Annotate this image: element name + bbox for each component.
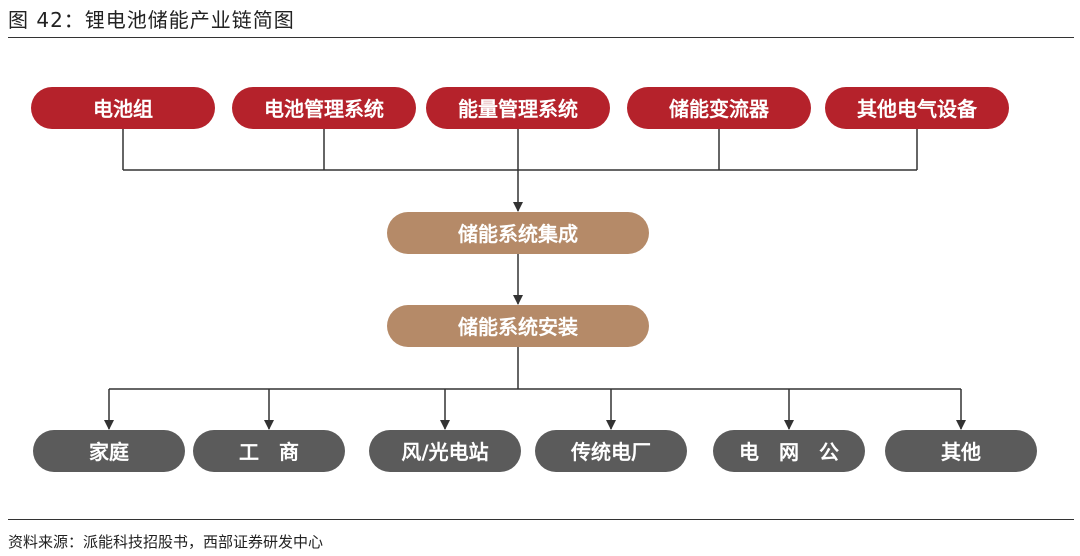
upstream-node-1-label: 电池组 <box>93 97 153 121</box>
downstream-node-3: 风/光电站 <box>369 430 521 472</box>
upstream-node-3-label: 能量管理系统 <box>458 97 578 121</box>
downstream-node-4: 传统电厂 <box>535 430 687 472</box>
upstream-node-4-label: 储能变流器 <box>669 97 770 121</box>
upstream-node-2-label: 电池管理系统 <box>264 97 384 121</box>
figure-title: 图 42：锂电池储能产业链简图 <box>8 8 295 32</box>
top-rule <box>8 37 1074 38</box>
bottom-rule <box>8 519 1074 520</box>
downstream-node-2-label: 工 商 <box>239 440 299 464</box>
downstream-node-3-shape <box>369 430 521 472</box>
downstream-node-2: 工 商 <box>193 430 345 472</box>
source-note: 资料来源：派能科技招股书，西部证券研发中心 <box>8 533 324 551</box>
midstream-node-2-shape <box>387 305 649 347</box>
upstream-node-4-shape <box>627 87 811 129</box>
upstream-node-4: 储能变流器 <box>627 87 811 129</box>
downstream-node-3-label: 风/光电站 <box>401 440 488 464</box>
upstream-node-3-shape <box>426 87 610 129</box>
upstream-node-5-label: 其他电气设备 <box>857 97 978 121</box>
midstream-node-1-shape <box>387 212 649 254</box>
downstream-node-4-label: 传统电厂 <box>570 440 651 464</box>
downstream-node-6-shape <box>885 430 1037 472</box>
downstream-node-6: 其他 <box>885 430 1037 472</box>
upstream-node-2-shape <box>232 87 416 129</box>
downstream-node-1-shape <box>33 430 185 472</box>
upstream-node-2: 电池管理系统 <box>232 87 416 129</box>
downstream-node-5: 电 网 公 <box>713 430 865 472</box>
upstream-node-1-shape <box>31 87 215 129</box>
downstream-node-4-shape <box>535 430 687 472</box>
connector-lines <box>104 129 966 430</box>
midstream-node-2: 储能系统安装 <box>387 305 649 347</box>
midstream-node-2-label: 储能系统安装 <box>458 315 578 339</box>
upstream-node-5: 其他电气设备 <box>825 87 1009 129</box>
downstream-node-2-shape <box>193 430 345 472</box>
upstream-node-1: 电池组 <box>31 87 215 129</box>
downstream-node-5-label: 电 网 公 <box>739 440 839 464</box>
downstream-node-5-shape <box>713 430 865 472</box>
midstream-node-1: 储能系统集成 <box>387 212 649 254</box>
downstream-node-1: 家庭 <box>33 430 185 472</box>
downstream-node-6-label: 其他 <box>941 440 981 464</box>
midstream-node-1-label: 储能系统集成 <box>458 222 578 246</box>
diagram-nodes: 电池组 电池管理系统 能量管理系统 储能变流器 其他电气设备储能系统集成储能系统安装家庭… <box>31 87 1037 472</box>
upstream-node-3: 能量管理系统 <box>426 87 610 129</box>
downstream-node-1-label: 家庭 <box>89 440 129 464</box>
upstream-node-5-shape <box>825 87 1009 129</box>
